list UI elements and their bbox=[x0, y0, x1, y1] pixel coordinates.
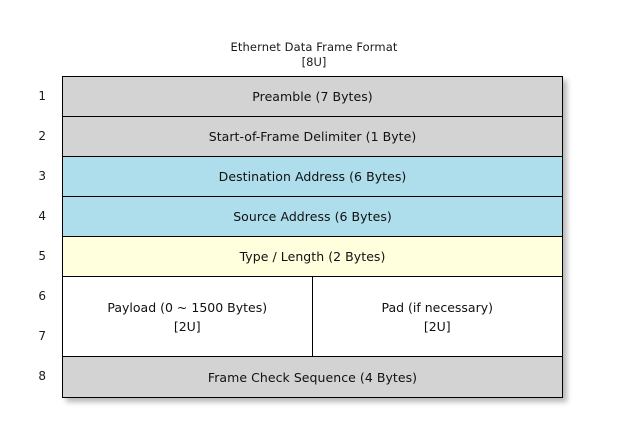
diagram-title-block: Ethernet Data Frame Format [8U] bbox=[0, 40, 628, 70]
page-subtitle: [8U] bbox=[301, 55, 327, 69]
frame-field-preamble-label: Preamble (7 Bytes) bbox=[252, 89, 373, 104]
row-index-3: 3 bbox=[38, 169, 46, 183]
frame-field-frame-check-sequence-label: Frame Check Sequence (4 Bytes) bbox=[207, 369, 418, 385]
frame-field-sfd-label: Start-of-Frame Delimiter (1 Byte) bbox=[208, 129, 417, 144]
frame-field-frame-check-sequence: Frame Check Sequence (4 Bytes) bbox=[63, 357, 562, 397]
frame-field-preamble: Preamble (7 Bytes) bbox=[63, 77, 562, 117]
frame-field-destination-address: Destination Address (6 Bytes) bbox=[63, 157, 562, 197]
row-index-8: 8 bbox=[38, 369, 46, 383]
row-index-6: 6 bbox=[38, 289, 46, 303]
frame-field-source-address: Source Address (6 Bytes) bbox=[63, 197, 562, 237]
frame-field-payload-pad-block: Payload (0 ~ 1500 Bytes) [2U] Pad (if ne… bbox=[63, 277, 562, 357]
row-index-1: 1 bbox=[38, 89, 46, 103]
row-index-7: 7 bbox=[38, 329, 46, 343]
row-index-2: 2 bbox=[38, 129, 46, 143]
frame-field-payload-label: Payload (0 ~ 1500 Bytes) bbox=[107, 299, 268, 315]
row-index-4: 4 bbox=[38, 209, 46, 223]
frame-field-type-length: Type / Length (2 Bytes) bbox=[63, 237, 562, 277]
frame-field-source-address-label: Source Address (6 Bytes) bbox=[233, 209, 392, 224]
ethernet-frame-table: Preamble (7 Bytes) Start-of-Frame Delimi… bbox=[62, 76, 563, 398]
row-index-5: 5 bbox=[38, 249, 46, 263]
frame-field-type-length-label: Type / Length (2 Bytes) bbox=[239, 249, 386, 264]
frame-field-pad-note: [2U] bbox=[423, 318, 451, 334]
frame-field-pad-label: Pad (if necessary) bbox=[381, 299, 494, 315]
frame-field-pad: Pad (if necessary) [2U] bbox=[312, 277, 562, 356]
page-title: Ethernet Data Frame Format bbox=[230, 40, 398, 54]
row-index-column: 1 2 3 4 5 6 7 8 bbox=[20, 76, 54, 396]
frame-field-destination-address-label: Destination Address (6 Bytes) bbox=[218, 169, 407, 184]
frame-field-payload: Payload (0 ~ 1500 Bytes) [2U] bbox=[63, 277, 313, 356]
frame-field-sfd: Start-of-Frame Delimiter (1 Byte) bbox=[63, 117, 562, 157]
frame-field-payload-note: [2U] bbox=[173, 318, 201, 334]
